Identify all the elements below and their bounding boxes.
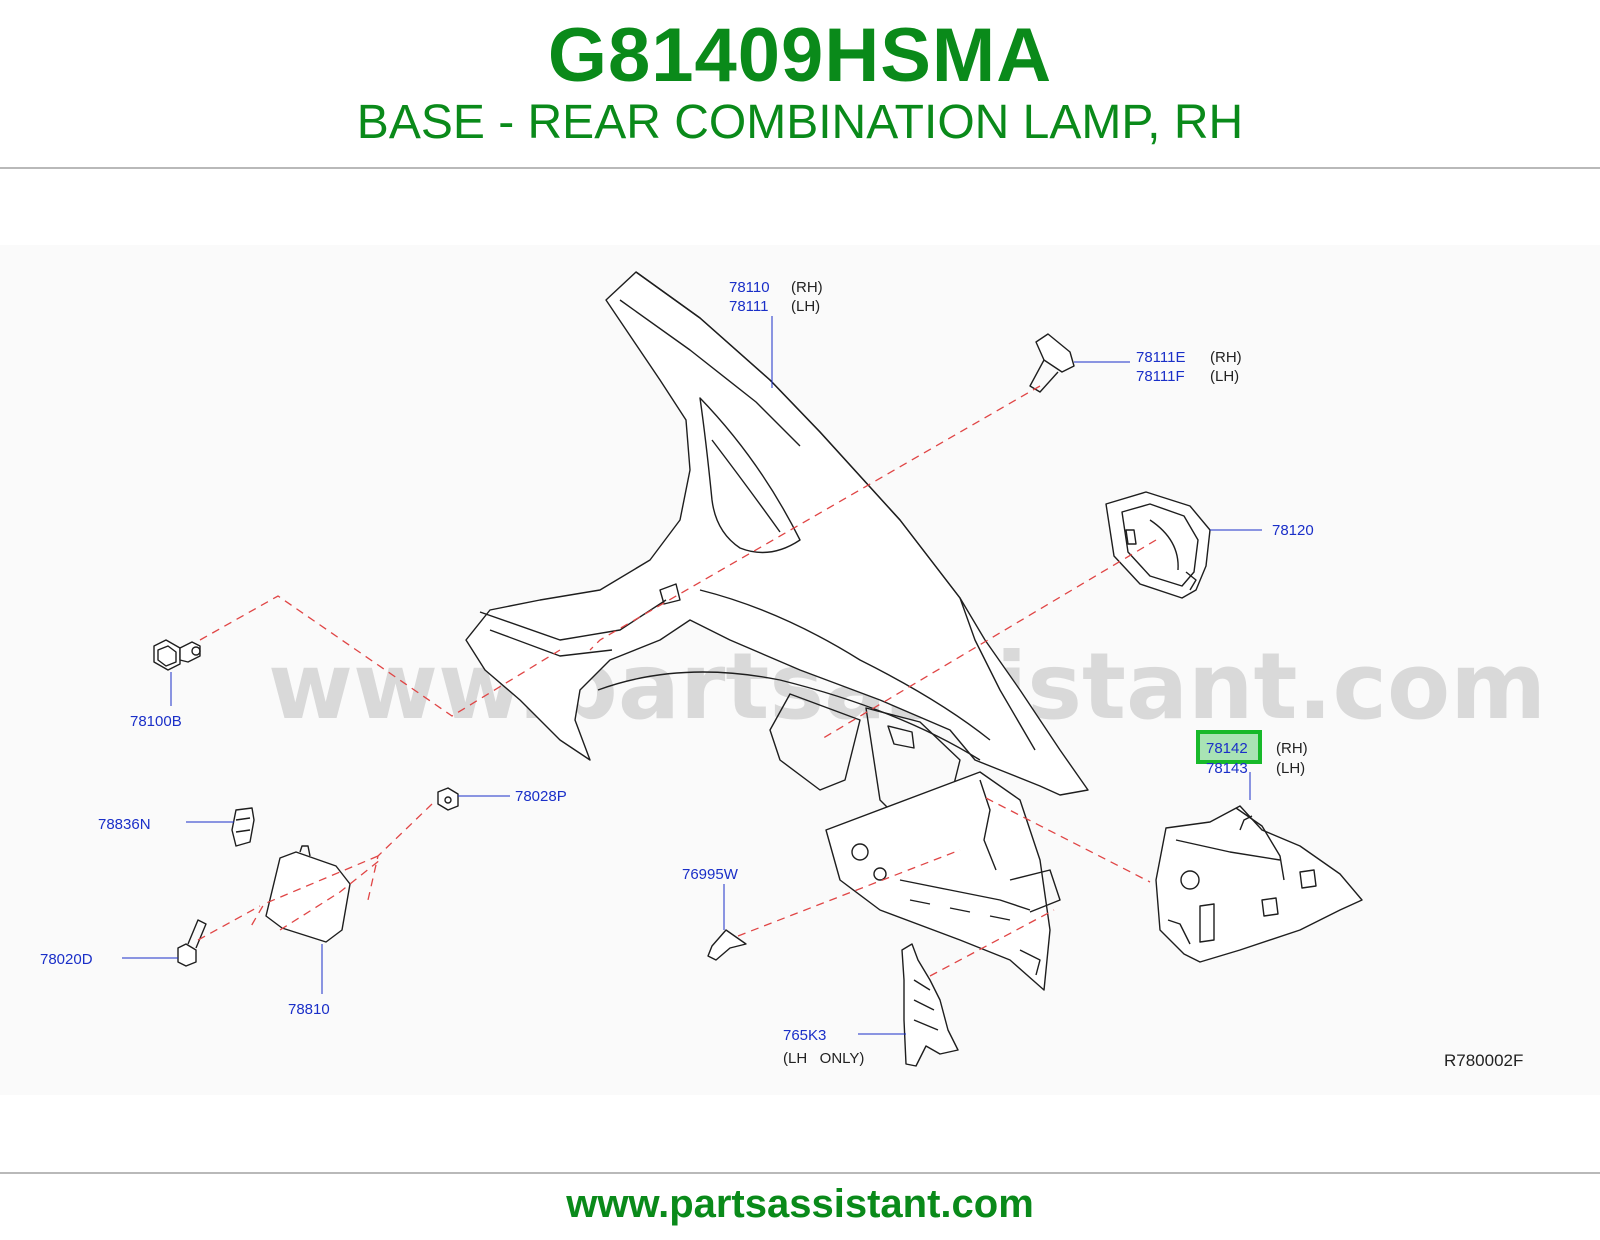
callout-side: (LH ONLY)	[783, 1050, 864, 1067]
callout-78111f[interactable]: 78111F (LH)	[1136, 368, 1239, 385]
callout-78836n[interactable]: 78836N	[98, 816, 151, 833]
callout-number[interactable]: 78110	[729, 279, 770, 296]
callout-number[interactable]: 78143	[1206, 760, 1248, 777]
callout-78143[interactable]: 78143 (LH)	[1206, 760, 1305, 777]
callout-78111e[interactable]: 78111E (RH)	[1136, 349, 1242, 366]
callout-side: (LH)	[1276, 760, 1305, 777]
callout-side: (RH)	[1276, 740, 1308, 757]
callout-side: (LH)	[791, 298, 820, 315]
callout-78020d[interactable]: 78020D	[40, 951, 93, 968]
callout-number[interactable]: 76995W	[682, 866, 739, 883]
callout-number[interactable]: 78120	[1272, 522, 1314, 539]
callout-number[interactable]: 78836N	[98, 816, 151, 833]
callout-side: (RH)	[791, 279, 823, 296]
callout-78142[interactable]: 78142 (RH)	[1206, 740, 1308, 757]
callout-78110[interactable]: 78110 (RH)	[729, 279, 823, 296]
diagram-reference-code: R780002F	[1444, 1051, 1523, 1070]
callout-number[interactable]: 78100B	[130, 713, 182, 730]
callout-side: (RH)	[1210, 349, 1242, 366]
page-header: G81409HSMA BASE - REAR COMBINATION LAMP,…	[0, 0, 1600, 168]
clip-76995w-part[interactable]	[707, 929, 747, 961]
callout-number[interactable]: 78111	[729, 298, 769, 315]
quarter-panel-part[interactable]	[465, 271, 1089, 991]
callout-side: (LH)	[1210, 368, 1239, 385]
callout-78111[interactable]: 78111 (LH)	[729, 298, 820, 315]
leader-lines	[122, 316, 1262, 1035]
lamp-base-78142-part[interactable]	[1155, 805, 1363, 963]
callout-765k3[interactable]: 765K3 (LH ONLY)	[783, 1027, 864, 1067]
grommet-78100b-part[interactable]	[153, 639, 201, 671]
installation-lines	[197, 385, 1157, 977]
housing-78120-part[interactable]	[1105, 491, 1211, 599]
callout-number[interactable]: 765K3	[783, 1027, 826, 1044]
clip-78028p-part[interactable]	[437, 787, 459, 811]
plate-78836n-part[interactable]	[231, 807, 255, 847]
selected-part-highlight	[1196, 730, 1262, 764]
callout-78120[interactable]: 78120	[1272, 522, 1314, 539]
footer-divider	[0, 1172, 1600, 1174]
callout-number[interactable]: 78020D	[40, 951, 93, 968]
callout-number[interactable]: 78111F	[1136, 368, 1185, 385]
part-description: BASE - REAR COMBINATION LAMP, RH	[356, 96, 1244, 149]
part-number-title: G81409HSMA	[547, 13, 1053, 98]
bracket-765k3-part[interactable]	[901, 943, 959, 1067]
bracket-78111e-part[interactable]	[1029, 333, 1075, 393]
callout-78810[interactable]: 78810	[288, 1001, 330, 1018]
callout-number[interactable]: 78111E	[1136, 349, 1186, 366]
callout-78100b[interactable]: 78100B	[130, 713, 182, 730]
header-divider	[0, 167, 1600, 169]
callout-number[interactable]: 78028P	[515, 788, 567, 805]
callout-number[interactable]: 78810	[288, 1001, 330, 1018]
callout-labels: 78110 (RH) 78111 (LH) 78111E (RH) 78111F…	[40, 279, 1523, 1070]
filler-lid-78810-part[interactable]	[265, 845, 351, 943]
callout-76995w[interactable]: 76995W	[682, 866, 739, 883]
footer-website-link[interactable]: www.partsassistant.com	[566, 1182, 1034, 1226]
screw-78020d-part[interactable]	[177, 919, 207, 967]
callout-number[interactable]: 78142	[1206, 740, 1248, 757]
callout-78028p[interactable]: 78028P	[515, 788, 567, 805]
